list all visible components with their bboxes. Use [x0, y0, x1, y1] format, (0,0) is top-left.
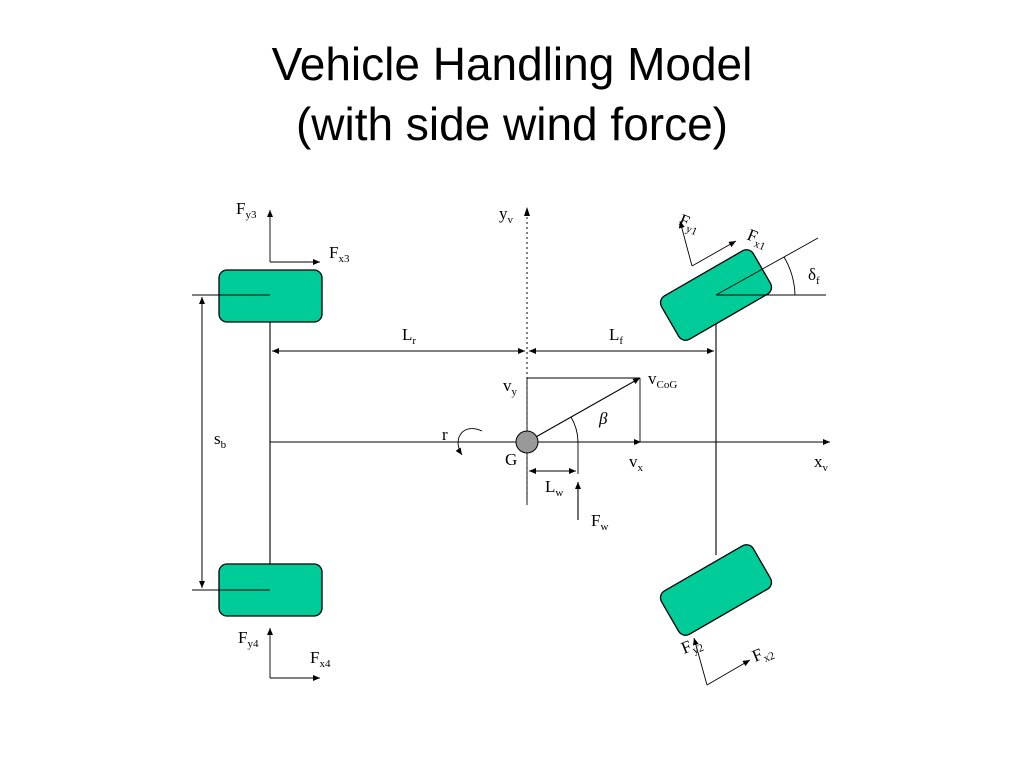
label-lr: Lr	[402, 325, 416, 347]
rear-right-wheel	[218, 563, 323, 681]
label-vy: vy	[503, 376, 518, 398]
label-xv: xv	[814, 452, 829, 474]
slide-title: Vehicle Handling Model (with side wind f…	[0, 34, 1024, 154]
y-axis-arrowhead	[524, 207, 530, 216]
label-beta: β	[598, 409, 608, 428]
velocity-vectors	[455, 377, 641, 520]
label-r: r	[442, 425, 448, 444]
label-lw: Lw	[545, 477, 563, 499]
center-of-gravity	[515, 430, 539, 454]
label-fy1: Fy1	[675, 210, 702, 238]
front-left-wheel	[659, 220, 826, 341]
fx2-vector	[706, 659, 751, 686]
labels: Fy3 Fx3 Fy4 Fx4 yv Lr Lf vy vCoG β sb r …	[214, 199, 829, 670]
beta-arc	[570, 416, 579, 443]
rear-left-wheel	[218, 210, 323, 323]
label-lf: Lf	[609, 325, 623, 347]
fy1-vector	[678, 220, 693, 267]
label-delta-f: δf	[808, 265, 820, 287]
label-g: G	[505, 450, 517, 469]
fx1-vector	[691, 240, 737, 267]
delta-arc	[783, 256, 796, 296]
label-fy2: Fy2	[678, 632, 705, 660]
vcog-vector	[526, 377, 641, 443]
fy2-vector	[692, 637, 708, 686]
label-fy3: Fy3	[236, 199, 257, 221]
yaw-rate-arrow	[455, 428, 483, 456]
title-line-1: Vehicle Handling Model	[271, 38, 753, 90]
label-vcog: vCoG	[648, 369, 677, 391]
front-right-wheel	[659, 544, 773, 686]
label-fx1: Fx1	[743, 225, 770, 253]
label-fx3: Fx3	[329, 243, 350, 265]
label-sb: sb	[214, 429, 227, 451]
label-fx2: Fx2	[749, 640, 776, 668]
label-fy4: Fy4	[238, 628, 259, 650]
label-vx: vx	[629, 452, 644, 474]
label-yv: yv	[499, 204, 514, 226]
label-fw: Fw	[591, 511, 608, 533]
steer-direction-line	[715, 237, 819, 296]
label-fx4: Fx4	[310, 648, 331, 670]
title-line-2: (with side wind force)	[295, 98, 729, 150]
